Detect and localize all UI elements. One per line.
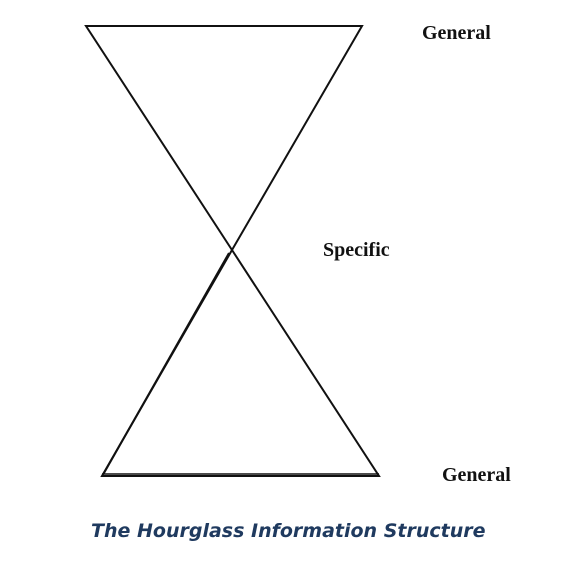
label-general-top: General [422, 22, 491, 44]
top-triangle [84, 25, 364, 252]
label-general-bottom: General [442, 464, 511, 486]
diagram-caption: The Hourglass Information Structure [91, 520, 486, 542]
label-specific: Specific [323, 239, 390, 261]
bottom-triangle [100, 248, 381, 477]
bottom-triangle-left-edge-double [103, 252, 230, 474]
